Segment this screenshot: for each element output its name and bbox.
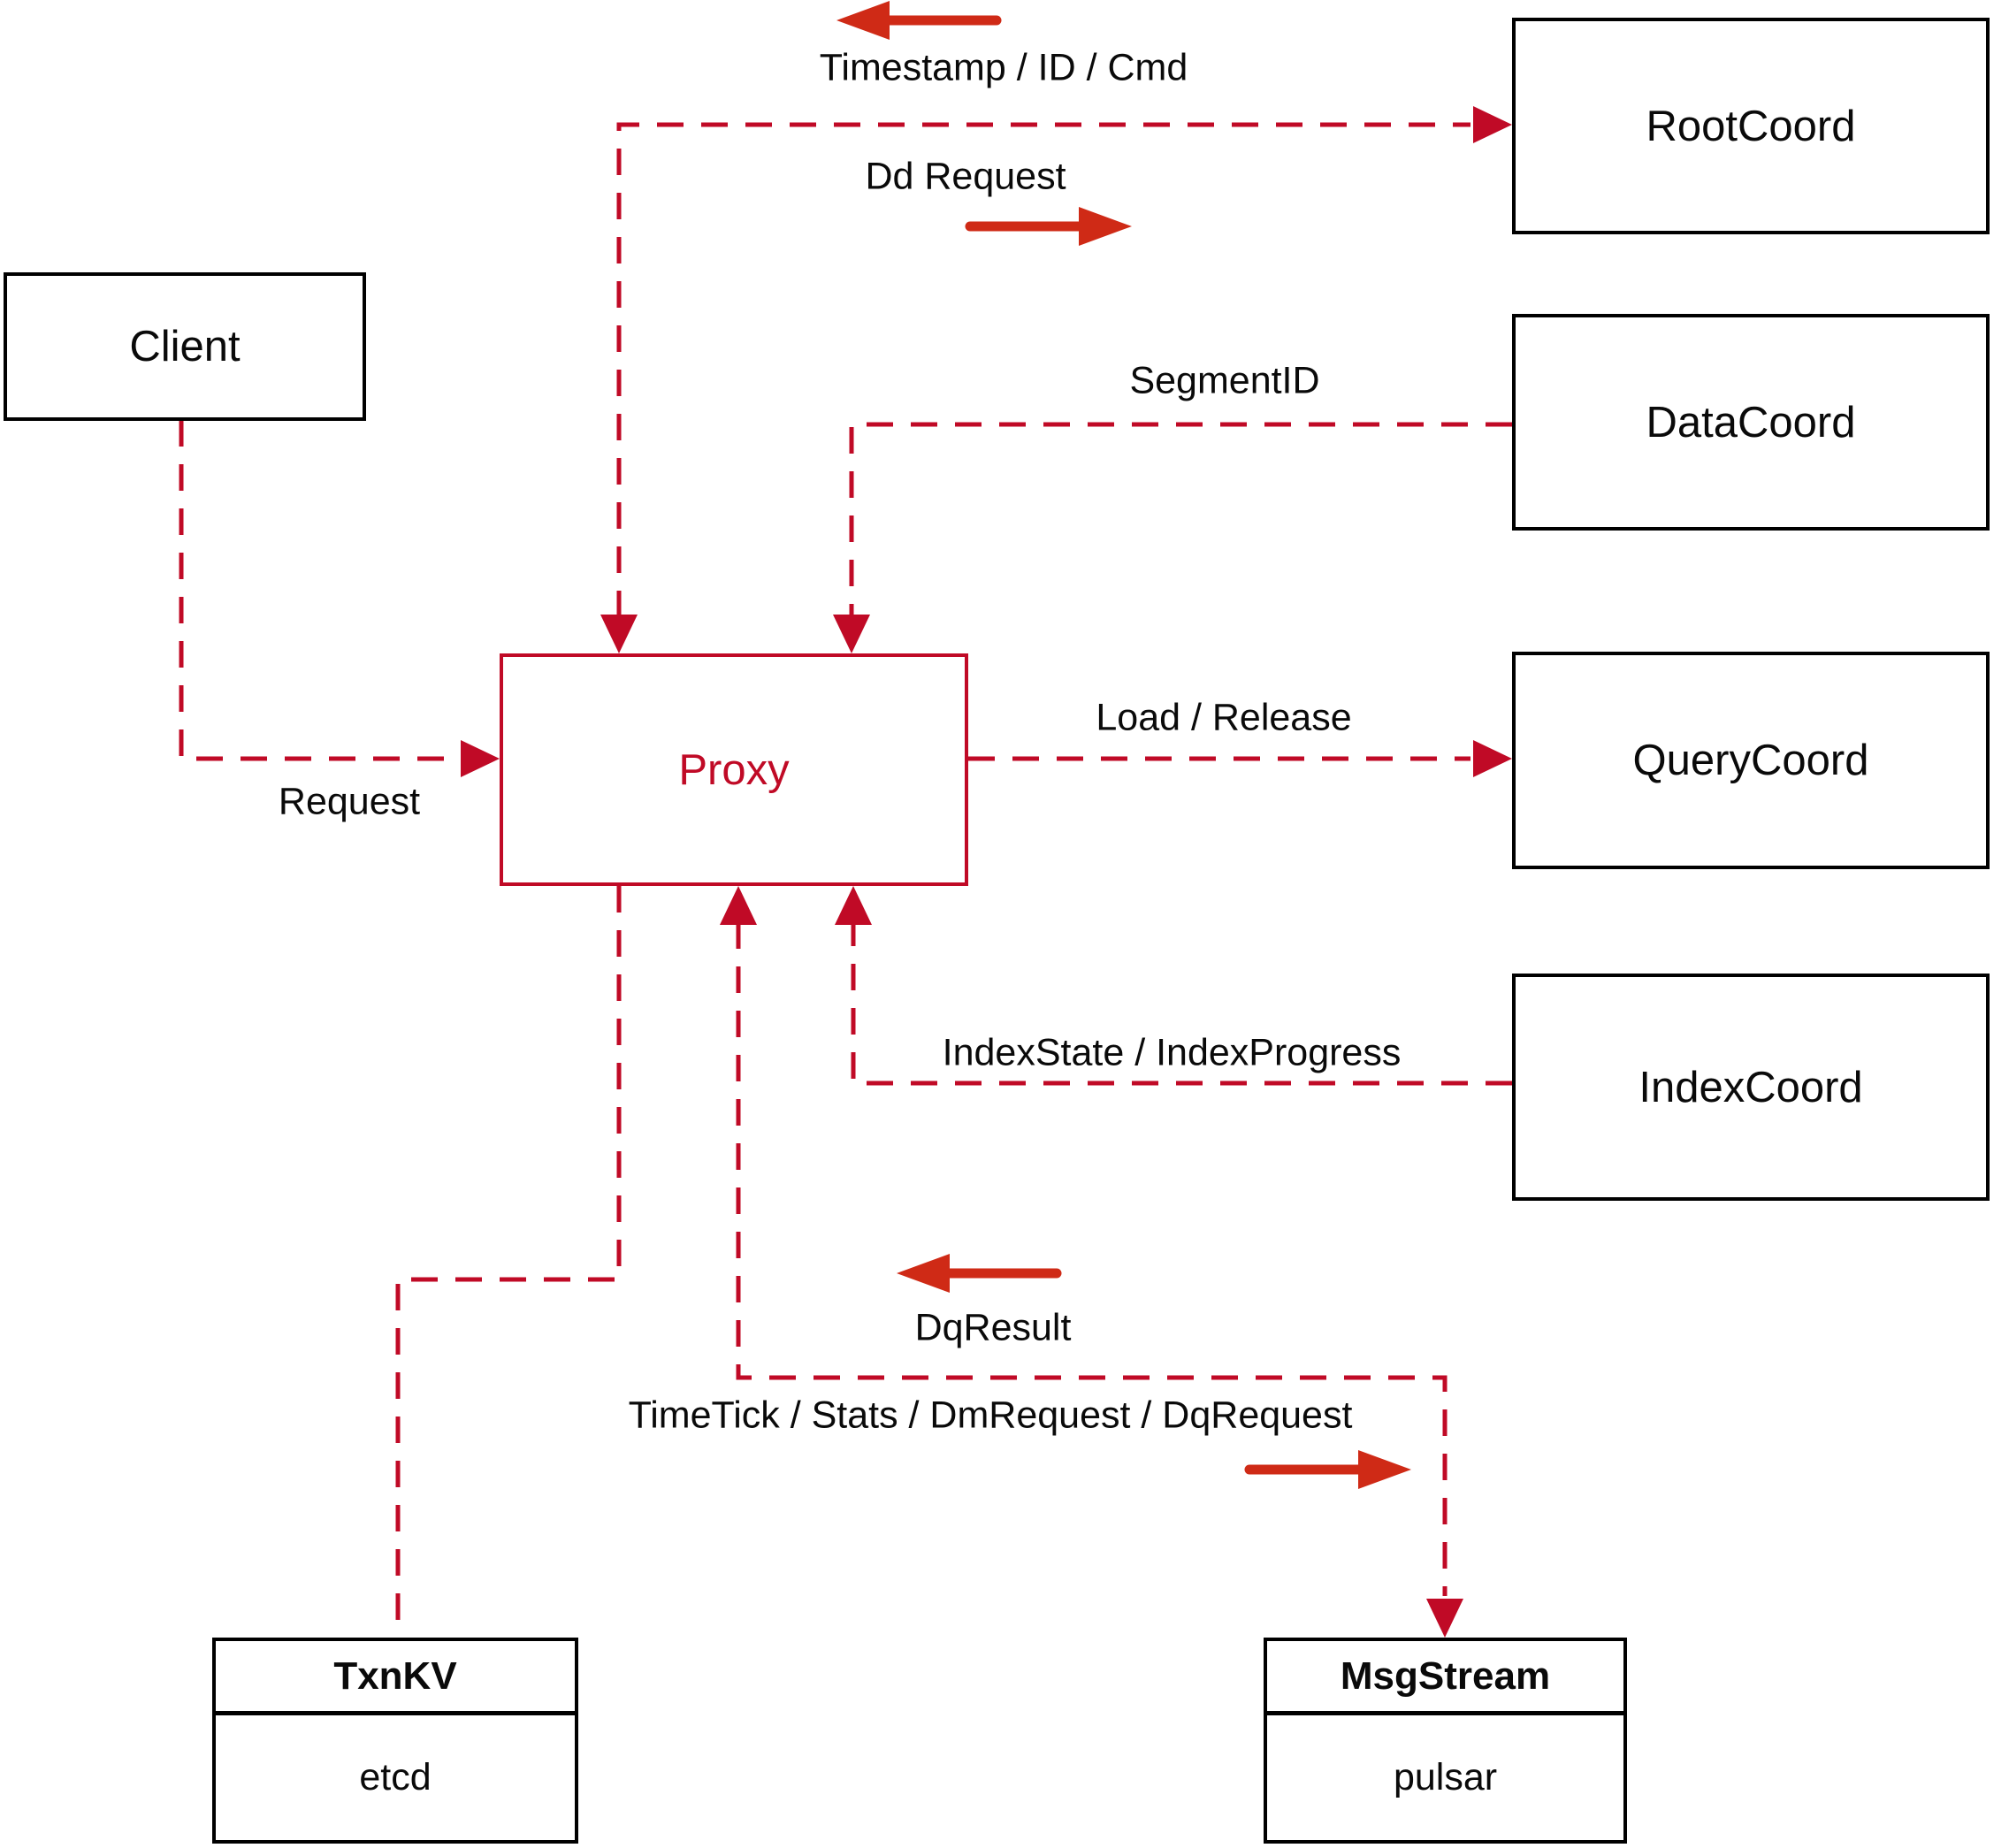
client-label: Client: [129, 323, 241, 370]
txnkv-impl: etcd: [359, 1756, 432, 1798]
connector-proxy-txnkv: [395, 886, 622, 1638]
connector-proxy-msgstream: [736, 922, 1448, 1596]
txnkv-title: TxnKV: [216, 1641, 575, 1715]
edge-label-timestamp-id-cmd: Timestamp / ID / Cmd: [819, 46, 1188, 89]
datacoord-label: DataCoord: [1646, 398, 1856, 447]
rootcoord-node: RootCoord: [1512, 18, 1990, 234]
left-direction-arrow-dq-result-icon: [897, 1254, 1062, 1293]
right-direction-arrow-time-tick-icon: [1244, 1450, 1411, 1489]
client-node: Client: [4, 272, 366, 421]
edge-label-load-release: Load / Release: [1096, 696, 1352, 739]
msgstream-impl: pulsar: [1393, 1756, 1498, 1798]
proxy-label: Proxy: [678, 745, 790, 794]
querycoord-label: QueryCoord: [1632, 737, 1869, 784]
edge-label-request: Request: [278, 780, 421, 823]
connector-datacoord-proxy: [849, 422, 1512, 617]
connector-proxy-rootcoord: [616, 122, 1470, 617]
proxy-node: Proxy: [500, 653, 968, 886]
edge-label-index-state-progress: IndexState / IndexProgress: [942, 1031, 1402, 1074]
arrowhead-into-proxy-left-icon: [461, 740, 500, 777]
right-direction-arrow-dd-request-icon: [965, 207, 1132, 246]
connector-client-proxy: [179, 420, 463, 761]
indexcoord-label: IndexCoord: [1639, 1063, 1863, 1111]
datacoord-node: DataCoord: [1512, 314, 1990, 531]
edge-label-time-tick: TimeTick / Stats / DmRequest / DqRequest: [628, 1394, 1353, 1437]
rootcoord-label: RootCoord: [1646, 102, 1856, 150]
connector-indexcoord-proxy: [851, 922, 1512, 1086]
edge-label-dq-result: DqResult: [914, 1306, 1072, 1349]
arrowhead-into-proxy-bottom-indexcoord-icon: [835, 886, 872, 925]
arrowhead-into-msgstream-icon: [1426, 1599, 1463, 1638]
msgstream-title: MsgStream: [1267, 1641, 1623, 1715]
arrowhead-into-rootcoord-icon: [1473, 106, 1512, 143]
arrowhead-into-proxy-top-rootcoord-icon: [600, 615, 638, 653]
edge-label-segment-id: SegmentID: [1129, 359, 1320, 402]
querycoord-node: QueryCoord: [1512, 652, 1990, 869]
arrowhead-into-proxy-bottom-msgstream-icon: [720, 886, 757, 925]
left-direction-arrow-timestamp-icon: [836, 1, 1002, 40]
msgstream-node: MsgStream pulsar: [1264, 1638, 1627, 1844]
arrowhead-into-proxy-top-datacoord-icon: [833, 615, 870, 653]
indexcoord-node: IndexCoord: [1512, 974, 1990, 1201]
arrowhead-into-querycoord-icon: [1473, 740, 1512, 777]
edge-label-dd-request: Dd Request: [865, 155, 1066, 198]
txnkv-node: TxnKV etcd: [212, 1638, 578, 1844]
